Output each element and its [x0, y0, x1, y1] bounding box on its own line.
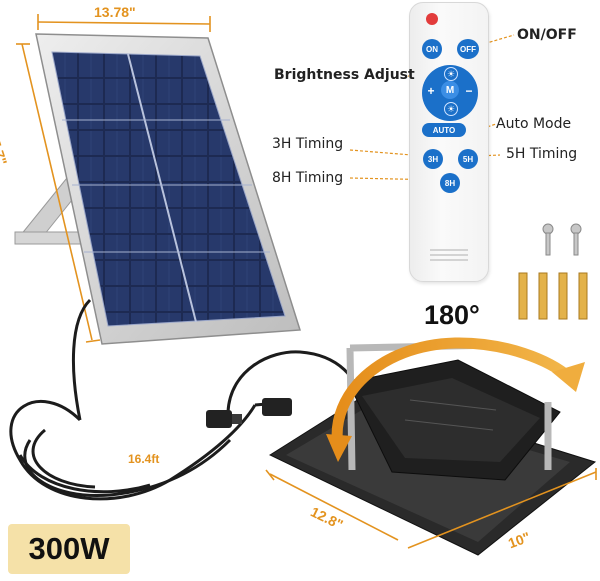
accessories — [518, 223, 588, 320]
brightness-down-button[interactable]: − — [465, 84, 473, 98]
wattage-badge: 300W — [8, 524, 130, 574]
panel-dimension-lines — [16, 14, 211, 343]
flood-light — [268, 341, 597, 556]
brightness-up-button[interactable]: + — [427, 84, 435, 98]
remote-battery-grip — [430, 249, 468, 261]
timer-3h-button[interactable]: 3H — [423, 149, 443, 169]
remote-control: ON OFF + − M ☀ ☀ AUTO 3H 5H 8H — [409, 2, 489, 282]
timer-8h-button[interactable]: 8H — [440, 173, 460, 193]
cable-connector — [206, 398, 292, 428]
sun-icon: ☀ — [444, 67, 458, 81]
mode-button[interactable]: M — [441, 81, 459, 99]
off-button[interactable]: OFF — [457, 39, 479, 59]
rotation-label: 180° — [424, 300, 480, 330]
callout-on-off: ON/OFF — [517, 27, 577, 43]
on-button[interactable]: ON — [422, 39, 442, 59]
callout-3h-timing: 3H Timing — [272, 136, 344, 152]
callout-5h-timing: 5H Timing — [506, 146, 578, 162]
callout-8h-timing: 8H Timing — [272, 170, 344, 186]
sun-icon: ☀ — [444, 102, 458, 116]
panel-width-label: 13.78" — [94, 4, 136, 20]
timer-5h-button[interactable]: 5H — [458, 149, 478, 169]
power-indicator — [426, 13, 438, 25]
solar-panel — [35, 33, 302, 345]
auto-button[interactable]: AUTO — [422, 123, 466, 137]
callout-brightness: Brightness Adjust — [274, 67, 415, 83]
light-dimension-lines — [265, 468, 597, 549]
cable-length-label: 16.4ft — [128, 452, 160, 466]
callout-auto-mode: Auto Mode — [496, 116, 572, 132]
rotation-arrow — [326, 337, 585, 462]
